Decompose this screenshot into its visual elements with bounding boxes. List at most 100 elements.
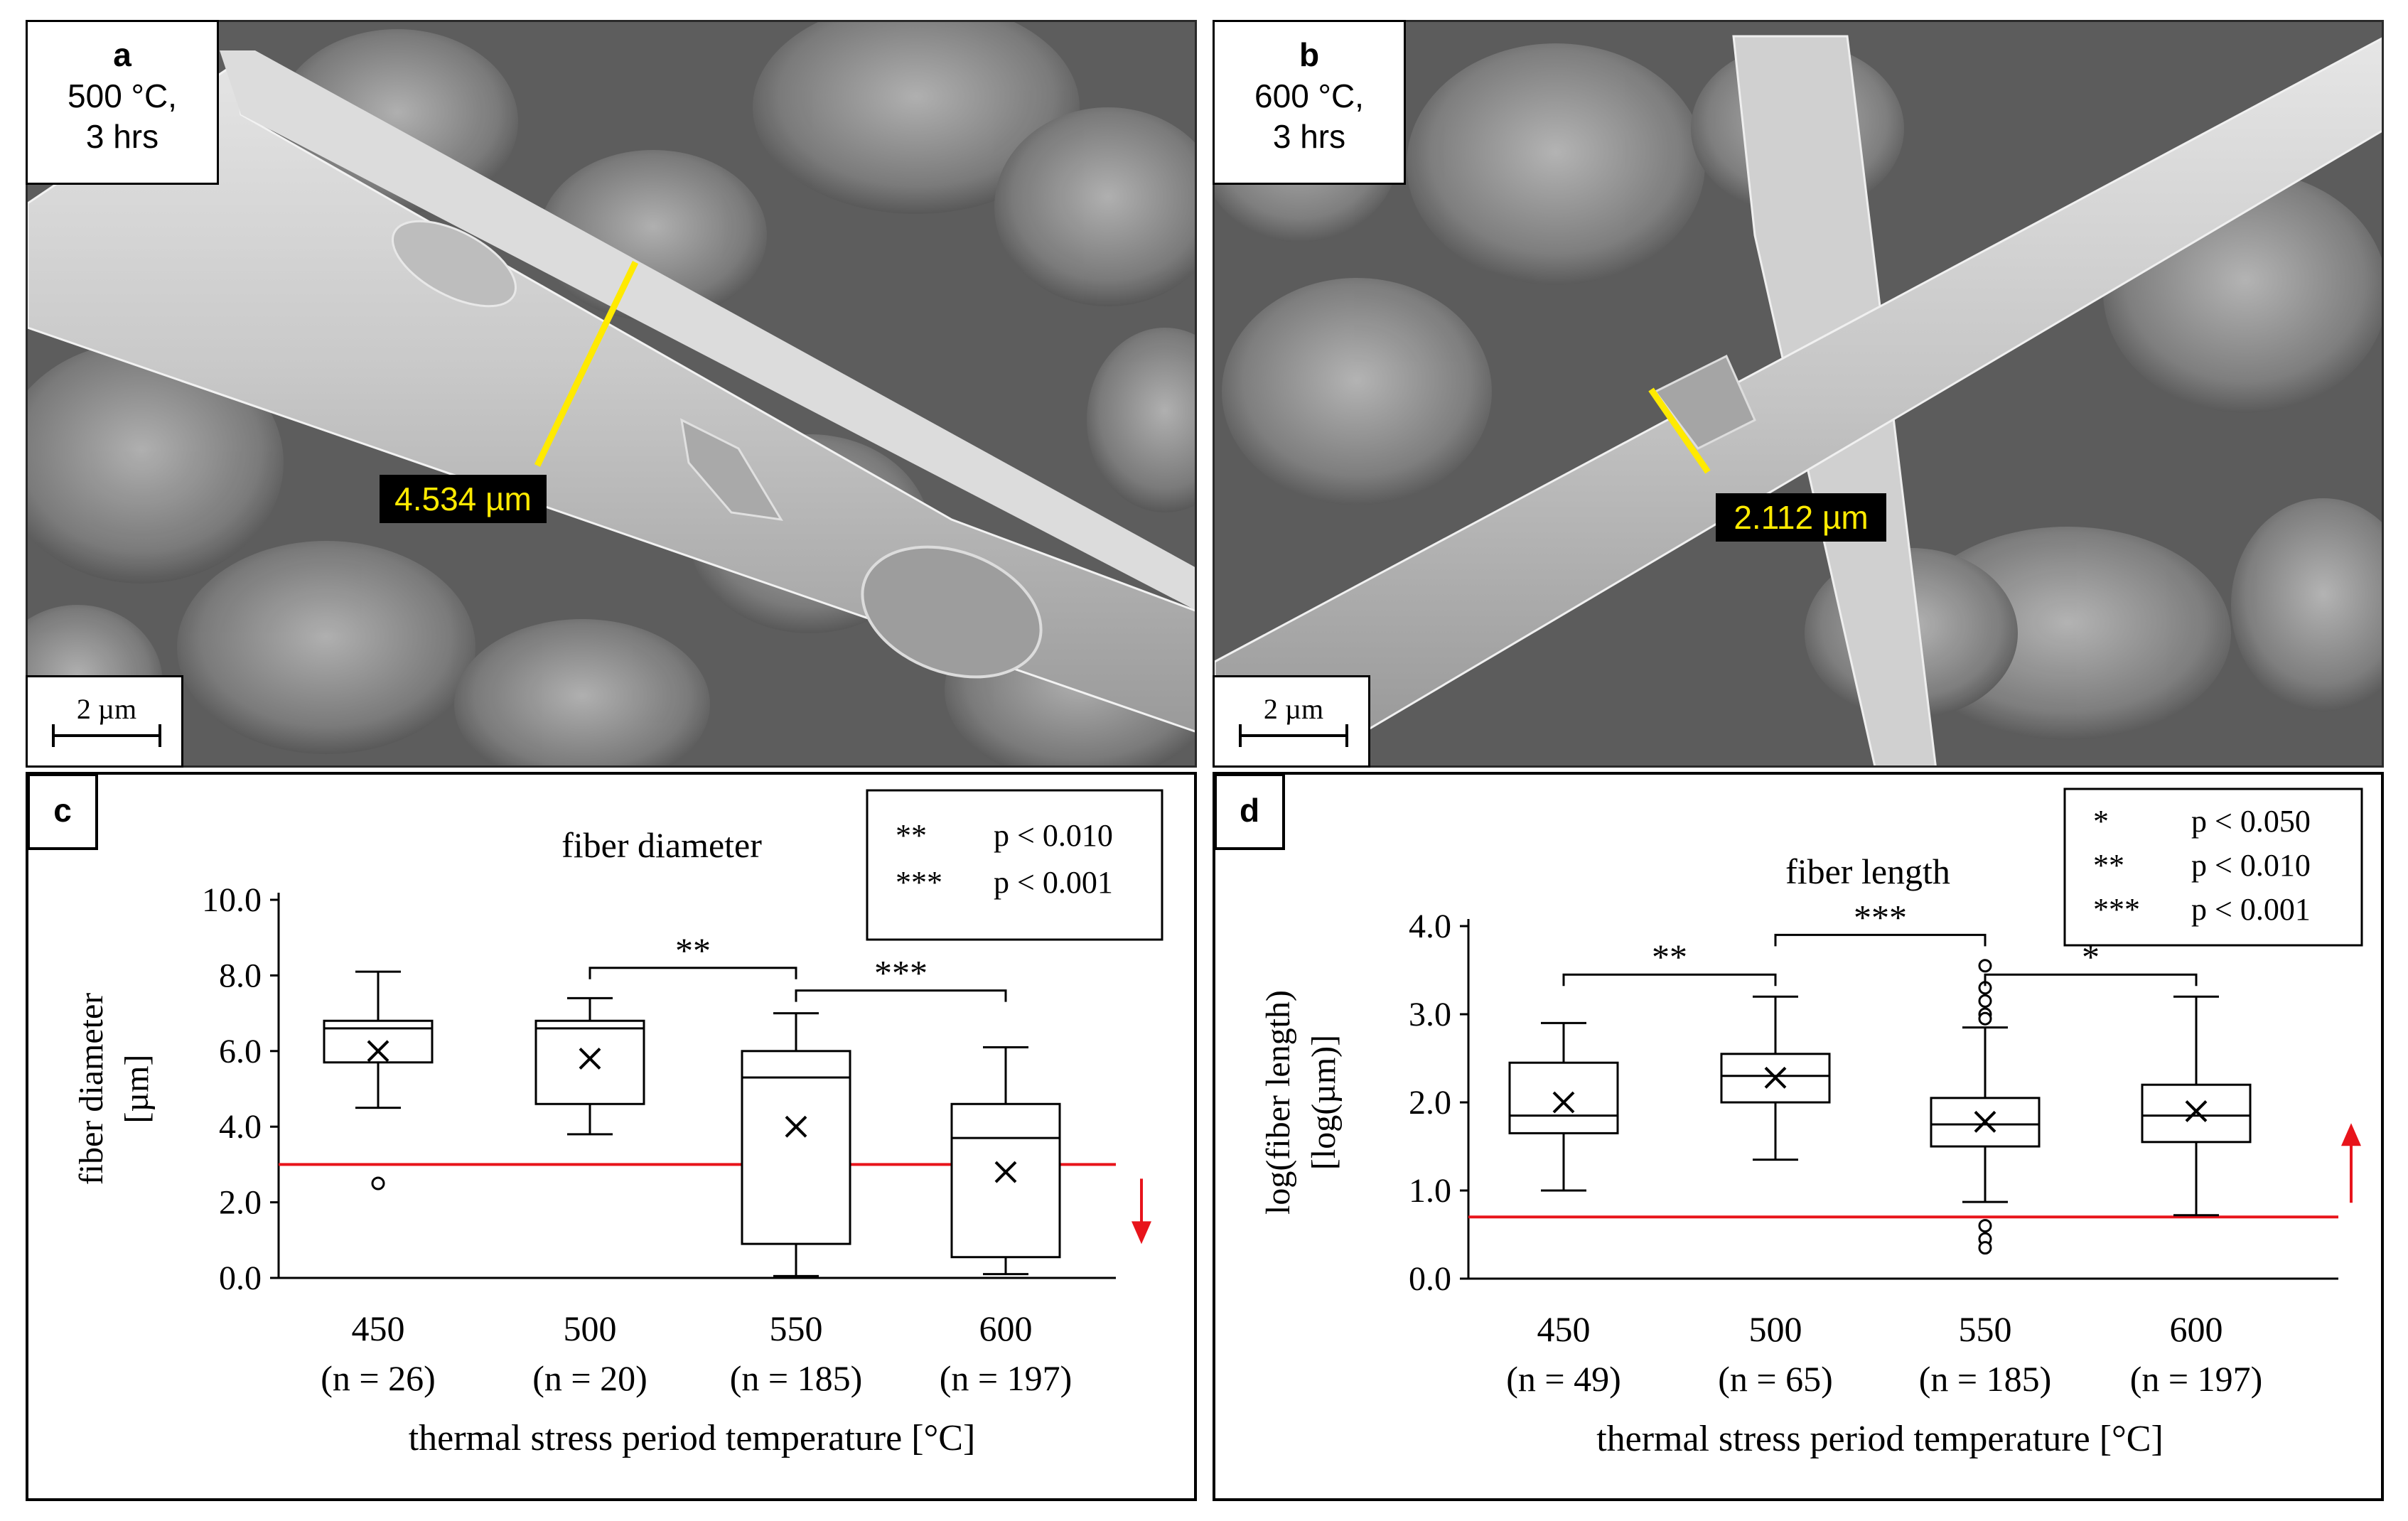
box-iqr	[2141, 1083, 2252, 1144]
legend-box	[2063, 788, 2363, 947]
x-tick-label: 550	[770, 1308, 823, 1348]
legend-stars: *	[2093, 804, 2109, 839]
x-tick-label: 500	[1749, 1309, 1802, 1349]
x-tick-label: 500	[564, 1308, 617, 1348]
significance-label: **	[675, 930, 711, 970]
legend-stars: ***	[896, 865, 942, 900]
x-axis-label: thermal stress period temperature [°C]	[1596, 1419, 2164, 1459]
y-tick-label: 4.0	[219, 1108, 262, 1146]
mean-marker	[994, 1161, 1017, 1183]
box-500	[1720, 995, 1831, 1161]
panel-letter-d: d	[1240, 792, 1259, 829]
box-550	[741, 1012, 851, 1277]
panel-letter-box-c	[28, 775, 98, 850]
box-450	[1508, 1021, 1619, 1192]
y-tick-label: 0.0	[1409, 1260, 1451, 1298]
y-tick-label: 1.0	[1409, 1172, 1451, 1210]
outlier-point	[1978, 994, 1992, 1008]
significance-label: ***	[874, 953, 928, 993]
chart-title: fiber diameter	[561, 825, 762, 865]
box-iqr	[323, 1019, 434, 1064]
mean-marker	[367, 1040, 389, 1063]
mean-marker	[785, 1115, 807, 1138]
measure-label-b: 2.112 µm	[1716, 493, 1886, 542]
scale-bar-a: 2 µm	[26, 675, 183, 768]
legend-text: p < 0.050	[2191, 804, 2311, 839]
legend-stars: **	[896, 818, 927, 853]
y-axis-label: log(fiber length)	[1259, 990, 1297, 1215]
y-tick-label: 6.0	[219, 1033, 262, 1070]
condition-temp-a: 500 °C,	[68, 77, 177, 114]
x-tick-n-label: (n = 20)	[532, 1358, 647, 1398]
significance-bracket	[1774, 933, 1987, 947]
condition-time-b: 3 hrs	[1272, 118, 1346, 155]
mean-marker	[579, 1048, 601, 1070]
y-tick-label: 2.0	[1409, 1084, 1451, 1122]
mean-marker	[1974, 1110, 1996, 1133]
scale-label-a: 2 µm	[77, 693, 136, 725]
box-iqr	[1930, 1097, 2041, 1148]
outlier-point	[371, 1176, 385, 1191]
legend-text: p < 0.001	[994, 865, 1113, 900]
y-tick-label: 3.0	[1409, 996, 1451, 1033]
x-tick-label: 600	[979, 1308, 1033, 1348]
panel-letter-box-d	[1215, 775, 1285, 850]
outlier-point	[1978, 1219, 1992, 1233]
sem-fibers-b	[1215, 35, 2382, 765]
scale-graphic-a: 2 µm	[52, 693, 161, 747]
box-600	[950, 1046, 1061, 1276]
legend-text: p < 0.010	[2191, 848, 2311, 883]
x-tick-n-label: (n = 49)	[1506, 1359, 1621, 1399]
condition-temp-b: 600 °C,	[1254, 77, 1364, 114]
y-tick-label: 8.0	[219, 957, 262, 994]
box-iqr	[1508, 1061, 1619, 1134]
y-axis-label: fiber diameter	[72, 993, 110, 1186]
mean-marker	[1552, 1091, 1575, 1114]
measure-value-a: 4.534 µm	[394, 480, 532, 517]
condition-tag-a: a 500 °C, 3 hrs	[26, 20, 219, 185]
box-iqr	[950, 1102, 1061, 1259]
panel-letter-b: b	[1299, 36, 1320, 73]
scale-bar-b: 2 µm	[1213, 675, 1370, 768]
x-tick-label: 550	[1959, 1309, 2012, 1349]
legend-text: p < 0.010	[994, 818, 1113, 853]
outlier-point	[1978, 959, 1992, 973]
y-tick-label: 10.0	[202, 881, 262, 919]
x-tick-label: 600	[2170, 1309, 2223, 1349]
box-500	[534, 996, 645, 1136]
sem-texture-a	[28, 22, 1195, 765]
box-550	[1930, 959, 2041, 1255]
panel-letter-c: c	[53, 792, 72, 829]
x-tick-label: 450	[1537, 1309, 1591, 1349]
x-tick-n-label: (n = 185)	[730, 1358, 863, 1398]
y-axis-unit: [µm]	[118, 1055, 156, 1124]
measure-value-b: 2.112 µm	[1734, 499, 1869, 536]
legend-box	[866, 789, 1163, 941]
measure-line-b	[1648, 387, 1711, 474]
box-iqr	[534, 1019, 645, 1105]
x-tick-n-label: (n = 65)	[1718, 1359, 1833, 1399]
significance-bracket	[1562, 973, 1777, 987]
mean-marker	[2185, 1100, 2208, 1122]
sem-texture-b	[1215, 22, 2382, 765]
x-tick-n-label: (n = 185)	[1919, 1359, 2052, 1399]
sem-fiber-a	[28, 50, 1195, 733]
x-axis-label: thermal stress period temperature [°C]	[409, 1418, 976, 1458]
threshold-arrow-head	[1132, 1221, 1151, 1245]
x-tick-n-label: (n = 197)	[940, 1358, 1073, 1398]
x-tick-n-label: (n = 26)	[321, 1358, 436, 1398]
sem-image-b	[1213, 20, 2384, 768]
x-tick-n-label: (n = 197)	[2130, 1359, 2263, 1399]
outlier-point	[1978, 1011, 1992, 1026]
scale-graphic-b: 2 µm	[1239, 693, 1348, 747]
chart-title: fiber length	[1785, 851, 1950, 891]
sem-image-a	[26, 20, 1197, 768]
mean-marker	[1764, 1066, 1787, 1089]
legend-text: p < 0.001	[2191, 892, 2311, 927]
box-iqr	[741, 1050, 851, 1245]
measure-label-a: 4.534 µm	[380, 475, 547, 523]
x-tick-label: 450	[352, 1308, 405, 1348]
y-tick-label: 0.0	[219, 1259, 262, 1297]
